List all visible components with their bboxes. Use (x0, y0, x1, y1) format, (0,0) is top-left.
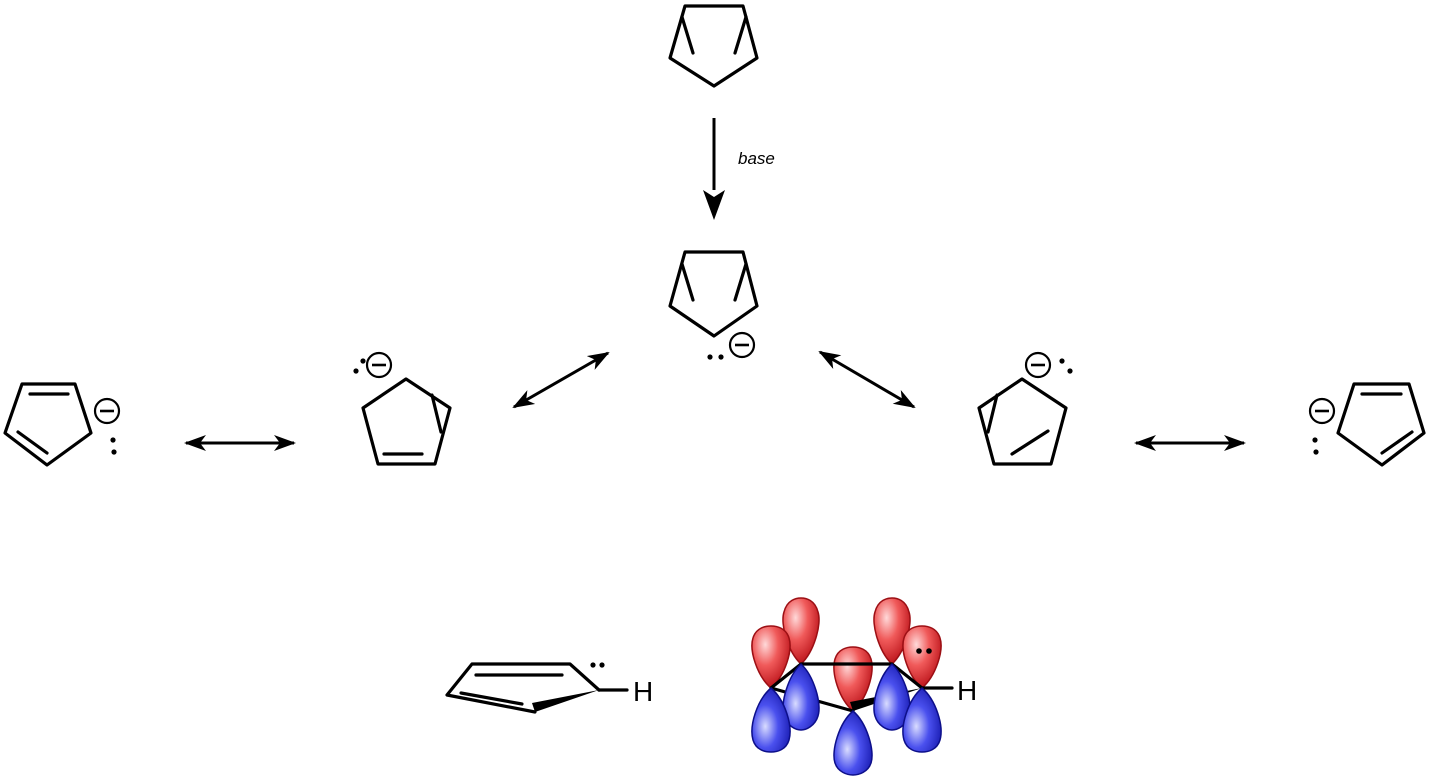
cyclopentadiene-molecule (668, 4, 759, 88)
charge-icon (93, 397, 121, 425)
charge-icon (1308, 397, 1336, 425)
lone-pair-icon (590, 662, 605, 668)
orbital-lobe-bottom (751, 687, 791, 753)
perspective-ring (445, 662, 629, 714)
anion-structure-far-right (1308, 382, 1426, 467)
charge-icon (728, 331, 756, 359)
orbital-lobe-bottom (833, 710, 873, 776)
wedge-bond (532, 690, 599, 712)
reaction-arrow (703, 118, 725, 220)
orbital-lobe-top (902, 625, 942, 689)
resonance-arrow-center-left (512, 351, 610, 409)
orbital-lobe-bottom (782, 662, 820, 731)
p-orbital-diagram (751, 597, 954, 776)
charge-icon (1024, 351, 1052, 379)
anion-structure-center (668, 250, 759, 360)
anion-structure-far-left (3, 382, 121, 467)
hydrogen-label: H (633, 676, 653, 707)
charge-icon (365, 351, 393, 379)
anion-structure-left-inner (353, 351, 452, 466)
orbital-lobe-top (751, 625, 791, 689)
lone-pair-icon (1312, 437, 1319, 455)
lone-pair-icon (916, 648, 932, 654)
orbital-lobe-top (782, 597, 820, 666)
lone-pair-icon (1059, 358, 1073, 374)
hydrogen-label: H (957, 675, 977, 706)
reagent-label: base (738, 149, 775, 168)
resonance-arrow-center-right (818, 350, 916, 409)
anion-structure-right-inner (977, 351, 1073, 466)
lone-pair-icon (353, 358, 366, 374)
orbital-lobe-top (873, 597, 911, 666)
lone-pair-icon (707, 354, 724, 360)
orbital-lobe-bottom (902, 687, 942, 753)
lone-pair-icon (110, 437, 117, 455)
orbital-lobe-bottom (873, 662, 911, 731)
